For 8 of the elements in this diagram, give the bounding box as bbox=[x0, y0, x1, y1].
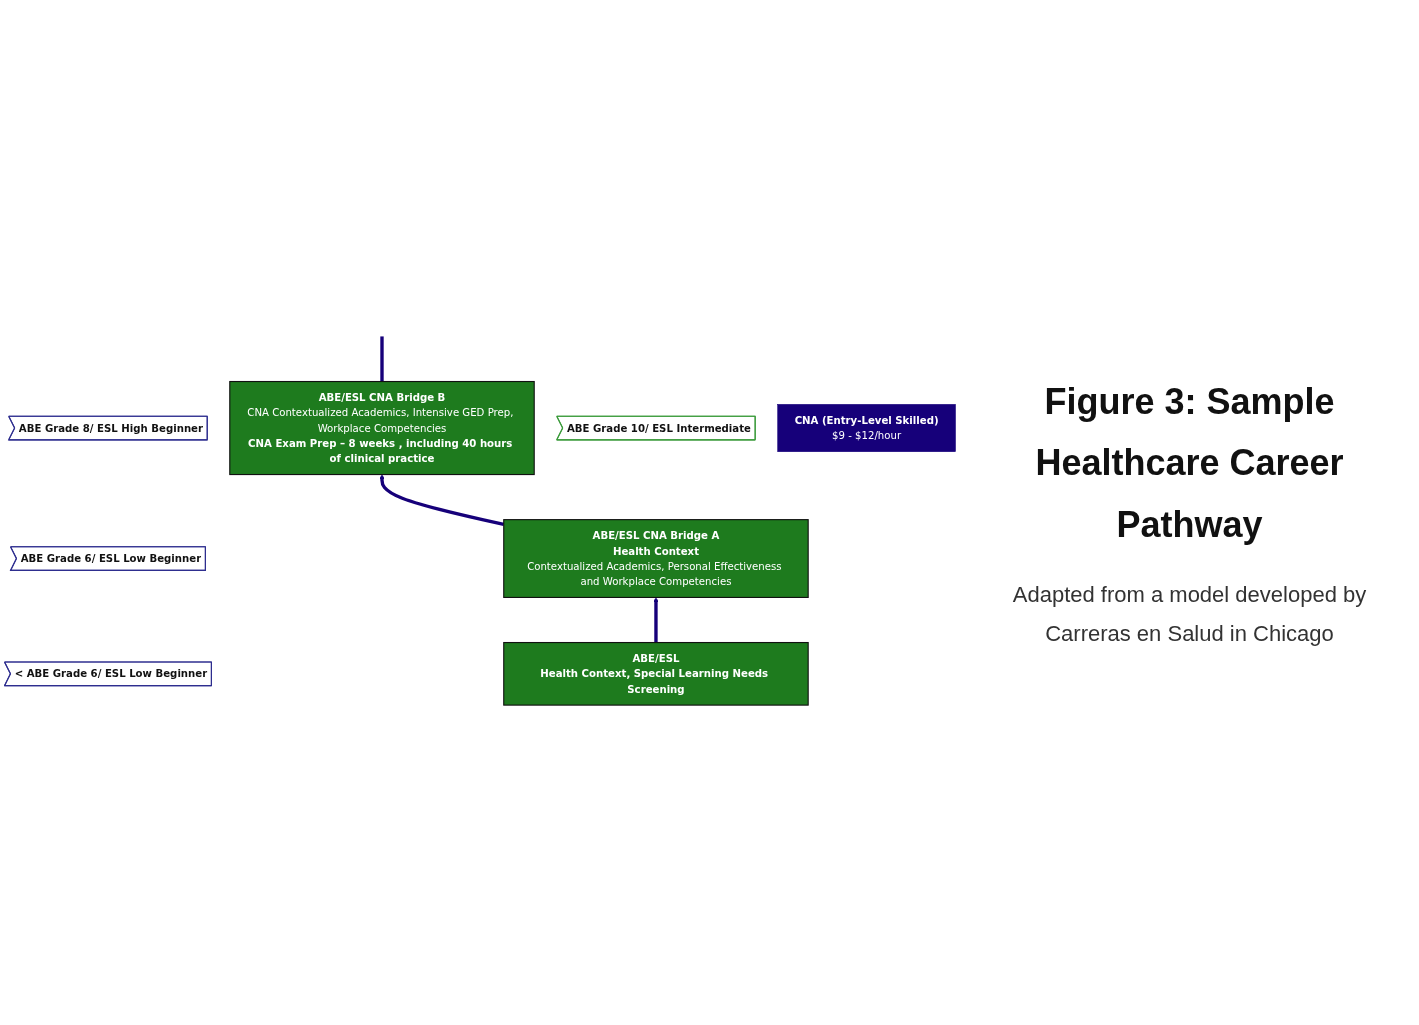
node-box: ABE/ESL CNA Bridge A Health Context Contextualized Academics, Personal Effectiveness and Workplace Competencies bbox=[503, 519, 809, 599]
node-box: CNA (Entry-Level Skilled) $9 - $12/hour bbox=[777, 404, 956, 453]
figure-caption: Adapted from a model developed by Carreras en Salud in Chicago bbox=[1011, 580, 1368, 649]
figure-title: Figure 3: Sample Healthcare Career Pathway bbox=[1034, 380, 1345, 547]
node-box: ABE/ESL CNA Bridge B CNA Contextualized Academics, Intensive GED Prep, Workplace Competencies CNA Exam Prep – 8 weeks , including 40 hours of clinical practice bbox=[229, 381, 535, 476]
connector bbox=[380, 336, 384, 382]
arrow bbox=[653, 597, 659, 643]
node-box: ABE/ESL Health Context, Special Learning Needs Screening bbox=[503, 642, 809, 706]
